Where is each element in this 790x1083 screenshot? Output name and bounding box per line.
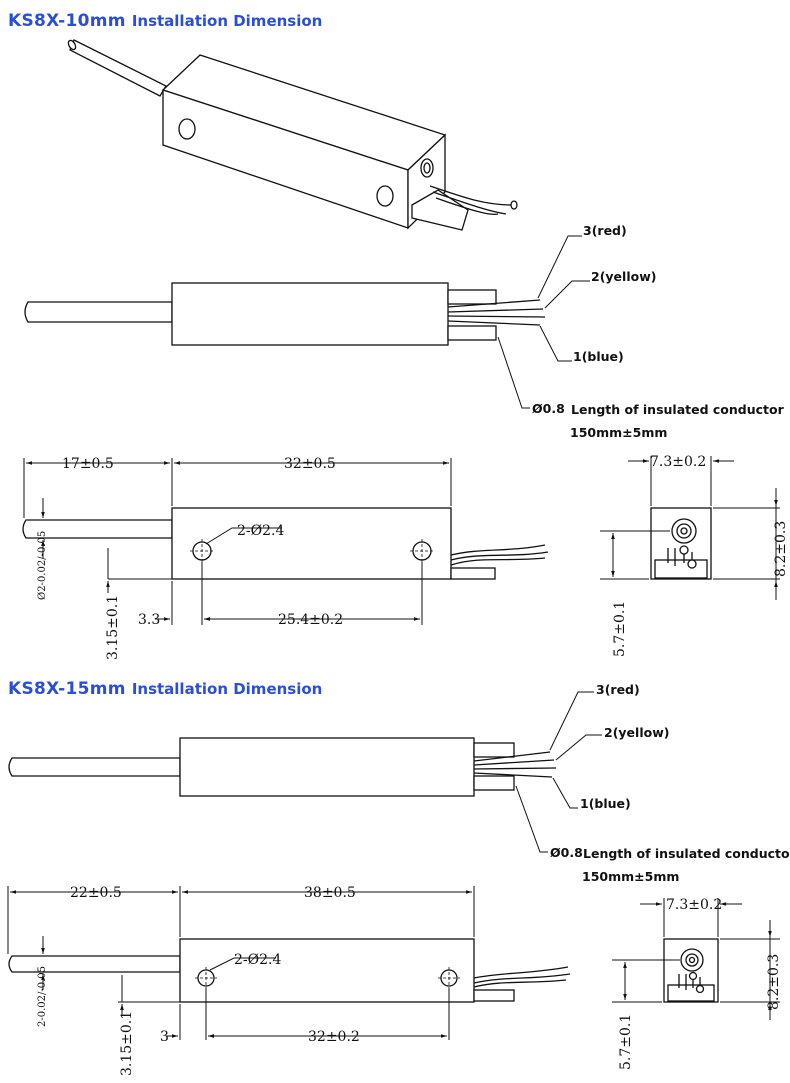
s2-dim-end-height: 8.2±0.3 bbox=[766, 954, 782, 1010]
s2-conductor-length: 150mm±5mm bbox=[582, 869, 679, 884]
s1-dim-hole-spec: 2-Ø2.4 bbox=[237, 523, 284, 539]
iso-view bbox=[67, 39, 518, 231]
s2-conductor-text: Length of insulated conductor bbox=[583, 846, 790, 861]
section2-model: KS8X-15mm bbox=[8, 679, 126, 699]
end-view-2 bbox=[663, 938, 719, 1003]
s2-dim-body-length: 38±0.5 bbox=[304, 885, 356, 901]
section2-heading: Installation Dimension bbox=[131, 680, 323, 698]
s1-dim-end-height: 8.2±0.3 bbox=[773, 521, 789, 577]
s1-conductor-length: 150mm±5mm bbox=[570, 425, 667, 440]
s2-dim-end-width: 7.3±0.2 bbox=[666, 897, 722, 913]
side-view-1-leaders bbox=[497, 235, 590, 409]
s1-dim-shaft-length: 17±0.5 bbox=[62, 456, 114, 472]
dim-view-1-lines bbox=[23, 458, 452, 625]
s1-conductor-text: Length of insulated conductor bbox=[571, 402, 785, 417]
s2-dim-hole-offset: 3 bbox=[160, 1029, 169, 1045]
s2-dim-end-center: 5.7±0.1 bbox=[618, 1014, 634, 1070]
section1-model: KS8X-10mm bbox=[8, 11, 126, 31]
s1-dim-end-center: 5.7±0.1 bbox=[612, 601, 628, 657]
dim-view-2-holes-centers bbox=[195, 967, 460, 989]
s1-dim-hole-offset: 3.3 bbox=[138, 612, 160, 628]
end-view-1-dims bbox=[600, 456, 780, 600]
s1-wire-yellow-label: 2(yellow) bbox=[591, 269, 656, 284]
s1-conductor-dia: Ø0.8 bbox=[532, 401, 565, 416]
s2-wire-blue-label: 1(blue) bbox=[580, 796, 631, 811]
end-view-1 bbox=[650, 507, 712, 580]
s2-wire-yellow-label: 2(yellow) bbox=[604, 725, 669, 740]
s1-dim-end-width: 7.3±0.2 bbox=[650, 454, 706, 470]
s2-dim-hole-pitch: 32±0.2 bbox=[308, 1029, 360, 1045]
side-view-1 bbox=[24, 282, 546, 346]
side-view-2 bbox=[8, 737, 557, 797]
s1-dim-hole-height: 3.15±0.1 bbox=[105, 595, 121, 660]
s1-dim-shaft-dia: Ø2-0.02/-0.05 bbox=[37, 531, 48, 600]
dim-view-2-lines bbox=[7, 886, 475, 1040]
s2-dim-shaft-length: 22±0.5 bbox=[70, 885, 122, 901]
end-view-2-dims bbox=[612, 898, 780, 1020]
s1-dim-hole-pitch: 25.4±0.2 bbox=[278, 612, 343, 628]
section2-title: KS8X-15mm Installation Dimension bbox=[8, 679, 322, 699]
dim-view-1 bbox=[22, 507, 549, 580]
s1-dim-body-length: 32±0.5 bbox=[284, 456, 336, 472]
s2-dim-hole-spec: 2-Ø2.4 bbox=[234, 952, 281, 968]
section1-heading: Installation Dimension bbox=[131, 12, 323, 30]
section1-title: KS8X-10mm Installation Dimension bbox=[8, 11, 322, 31]
s2-dim-hole-height: 3.15±0.1 bbox=[119, 1011, 135, 1076]
s2-dim-shaft-dia: 2-0.02/-0.05 bbox=[37, 966, 48, 1027]
dim-view-2 bbox=[8, 938, 571, 1003]
s2-wire-red-label: 3(red) bbox=[596, 682, 640, 697]
side-view-2-leaders bbox=[515, 691, 602, 853]
dim-view-1-holes-centers bbox=[190, 539, 434, 563]
s1-wire-red-label: 3(red) bbox=[583, 223, 627, 238]
s1-wire-blue-label: 1(blue) bbox=[573, 349, 624, 364]
s2-conductor-dia: Ø0.8 bbox=[550, 845, 583, 860]
